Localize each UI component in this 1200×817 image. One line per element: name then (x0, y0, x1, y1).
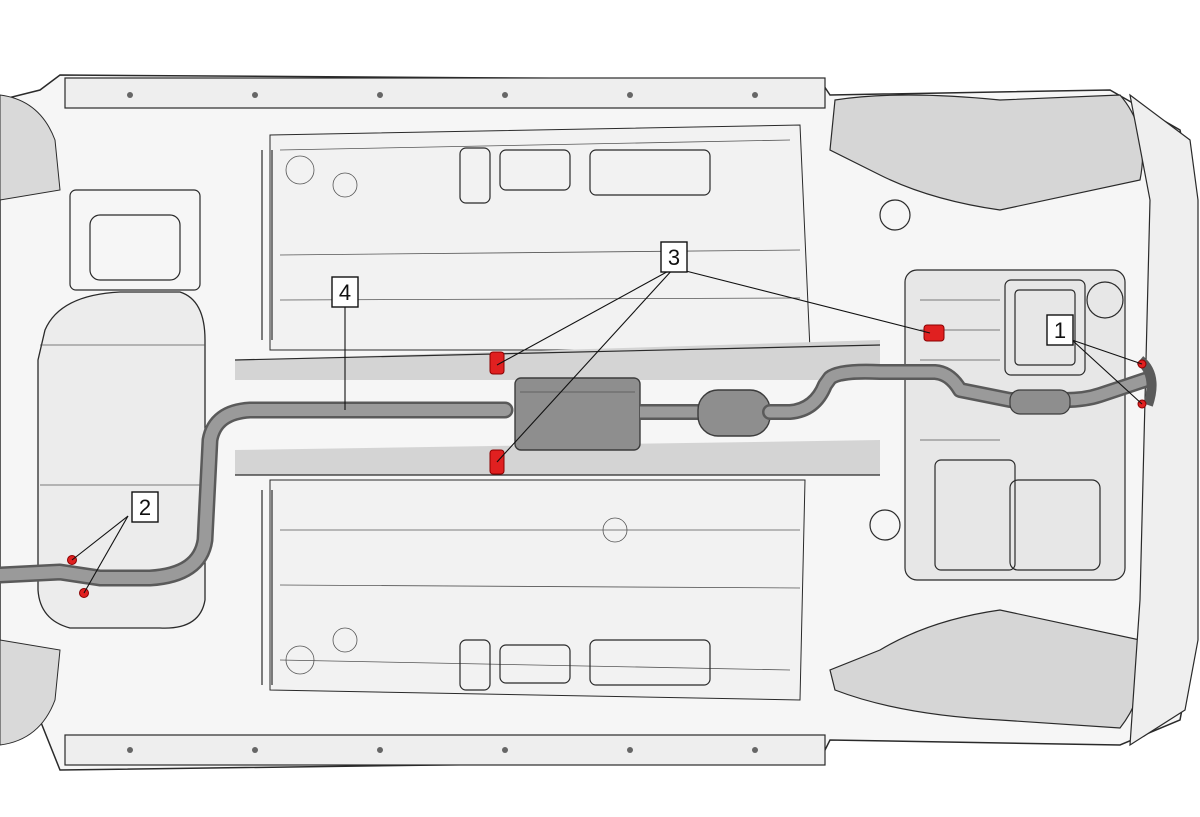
callout-4: 4 (331, 276, 359, 308)
flex-pipe (1009, 389, 1071, 415)
right-side-sill (64, 734, 826, 766)
upper-floor-panel (269, 124, 811, 351)
engine-block (904, 269, 1126, 581)
isolator-front (923, 324, 945, 342)
tunnel-upper-shadow (235, 340, 880, 380)
callout-1: 1 (1046, 314, 1074, 346)
front-bumper-area (1129, 93, 1199, 747)
sill-fasteners (127, 92, 758, 753)
left-side-sill (64, 77, 826, 109)
tunnel-lower-shadow (235, 440, 880, 475)
isolator-upper (489, 351, 505, 375)
fuel-tank (37, 291, 206, 629)
leader-lines (71, 267, 1143, 594)
exhaust-system (0, 356, 1157, 587)
vehicle-underbody (0, 74, 1199, 771)
rear-wheel-well-right (0, 639, 61, 746)
rear-wheel-well-left (0, 94, 61, 201)
callout-2: 2 (131, 491, 159, 523)
callout-3: 3 (660, 241, 688, 273)
callout-4-label: 4 (339, 280, 351, 305)
muffler (514, 377, 641, 451)
catalytic-converter (697, 389, 771, 437)
callout-2-label: 2 (139, 495, 151, 520)
callout-1-label: 1 (1054, 318, 1066, 343)
lower-floor-panel (269, 479, 806, 701)
callout-3-label: 3 (668, 245, 680, 270)
